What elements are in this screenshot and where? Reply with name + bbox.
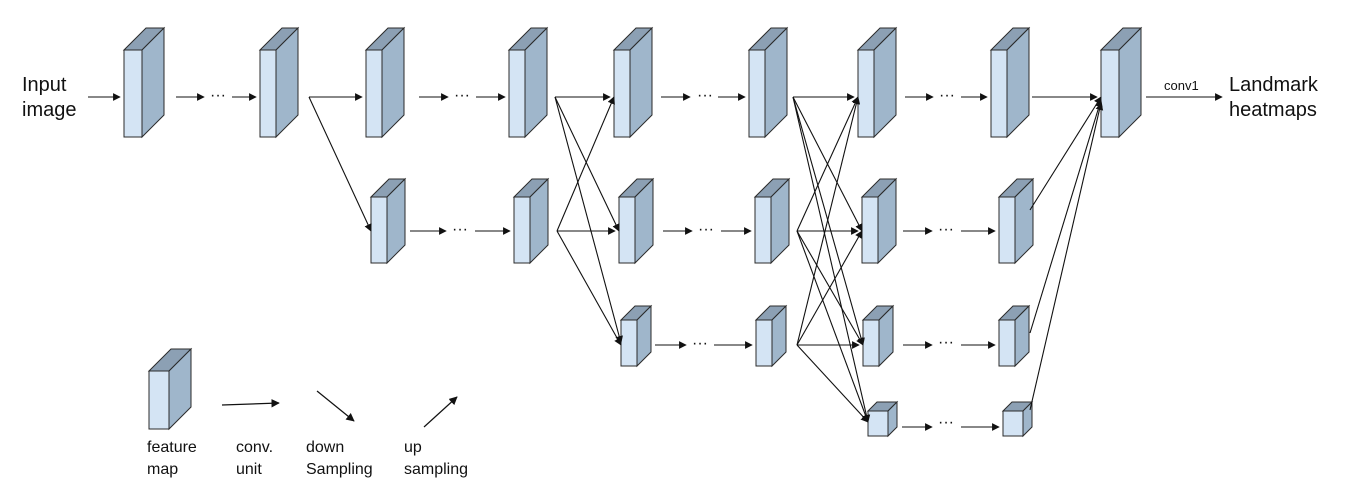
ellipsis-1: ··· [210,87,226,104]
connection-arrow [556,96,615,232]
feature-map-r3-2 [754,304,788,368]
legend-feature-map-cube [147,347,193,431]
feature-map-r3-4 [997,304,1031,368]
feature-map-r2-1 [369,177,407,265]
connection-arrow [792,96,871,423]
connection-arrow [1029,96,1102,211]
feature-map-r3-1 [619,304,653,368]
connections [88,93,1223,431]
legend-down-arrow [316,390,355,422]
connection-arrow [796,344,869,423]
feature-map-r4-1 [866,400,899,438]
ellipsis-2: ··· [454,87,470,104]
feature-map-r2-5 [860,177,898,265]
legend-conv-line1: conv. [236,439,273,456]
feature-map-r1-3 [364,26,406,139]
feature-map-r2-6 [997,177,1035,265]
legend-feature-map-icon [147,347,193,431]
feature-map-r1-6 [747,26,789,139]
legend-feature-line1: feature [147,439,197,456]
feature-map-r1-1 [122,26,166,139]
connection-arrow [556,230,622,346]
connection-arrow [796,230,863,346]
ellipsis-3: ··· [697,87,713,104]
feature-map-r2-2 [512,177,550,265]
legend-feature-line2: map [147,461,178,478]
connection-arrow [796,96,861,346]
ellipsis-7: ··· [938,221,954,238]
connection-arrow [554,96,623,344]
connection-arrow [1029,99,1103,334]
legend-up-arrow [423,396,458,428]
input-label-line2: image [22,99,76,121]
ellipsis-5: ··· [452,221,468,238]
ellipsis-4: ··· [939,87,955,104]
feature-map-r4-2 [1001,400,1034,438]
feature-map-r1-8 [989,26,1031,139]
feature-map-r3-3 [861,304,895,368]
feature-map-r1-5 [612,26,654,139]
connection-arrow [308,96,372,232]
legend-down-line1: down [306,439,344,456]
legend: feature map conv. unit down Sampling up … [147,347,468,478]
input-label-line1: Input [22,74,67,96]
connection-arrow [796,96,859,232]
feature-map-r2-3 [617,177,655,265]
ellipses: ··· ··· ··· ··· ··· ··· ··· ··· ··· ··· [210,87,955,431]
final-conv-label: conv1 [1164,78,1199,93]
feature-maps [122,26,1143,438]
ellipsis-8: ··· [692,335,708,352]
feature-map-r2-4 [753,177,791,265]
connection-arrow [1029,102,1104,411]
legend-conv-arrow [221,399,280,408]
output-label-line2: heatmaps [1229,99,1317,121]
feature-map-r1-4 [507,26,549,139]
legend-up-line1: up [404,439,422,456]
legend-conv-line2: unit [236,461,262,478]
connection-arrow [554,96,620,232]
legend-down-line2: Sampling [306,461,373,478]
ellipsis-10: ··· [938,414,954,431]
feature-map-r1-7 [856,26,898,139]
ellipsis-6: ··· [698,221,714,238]
legend-up-line2: sampling [404,461,468,478]
feature-map-r1-9 [1099,26,1143,139]
feature-map-r1-2 [258,26,300,139]
ellipsis-9: ··· [938,334,954,351]
output-label-line1: Landmark [1229,74,1319,96]
connection-arrow [796,230,870,423]
